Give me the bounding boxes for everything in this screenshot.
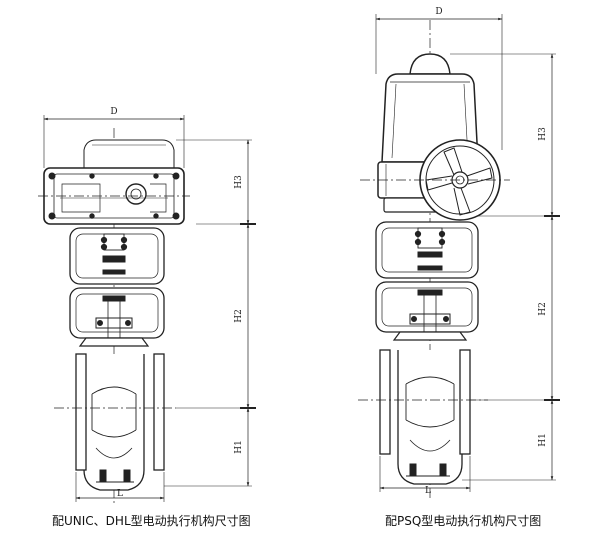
right-dim-h2-label: H2 — [538, 302, 548, 316]
right-valve-drawing — [358, 14, 560, 500]
left-dim-h1-label: H1 — [234, 440, 244, 454]
left-flange-left — [75, 353, 87, 471]
right-valve-body — [397, 350, 463, 485]
right-dim-h3-label: H3 — [538, 127, 548, 141]
left-dim-h2-label: H2 — [234, 309, 244, 323]
right-dim-h1-label: H1 — [538, 433, 548, 447]
left-valve-body — [83, 354, 145, 491]
right-dim-l-label: L — [425, 486, 431, 496]
left-dim-h3-label: H3 — [234, 175, 244, 189]
left-actuator-shaft-window — [125, 183, 147, 205]
left-flange-right — [153, 353, 165, 471]
right-flange-left — [379, 349, 391, 455]
right-yoke-upper — [375, 221, 479, 279]
left-dim-d-label: D — [110, 107, 117, 117]
left-actuator-cap — [83, 139, 175, 170]
right-dim-d-label: D — [435, 7, 442, 17]
right-flange-right — [459, 349, 471, 455]
left-dim-l-label: L — [117, 489, 123, 499]
left-drawing-caption: 配UNIC、DHL型电动执行机构尺寸图 — [52, 514, 251, 528]
right-actuator-dome — [409, 53, 451, 75]
left-valve-drawing — [38, 115, 256, 505]
right-drawing-caption: 配PSQ型电动执行机构尺寸图 — [385, 514, 542, 528]
